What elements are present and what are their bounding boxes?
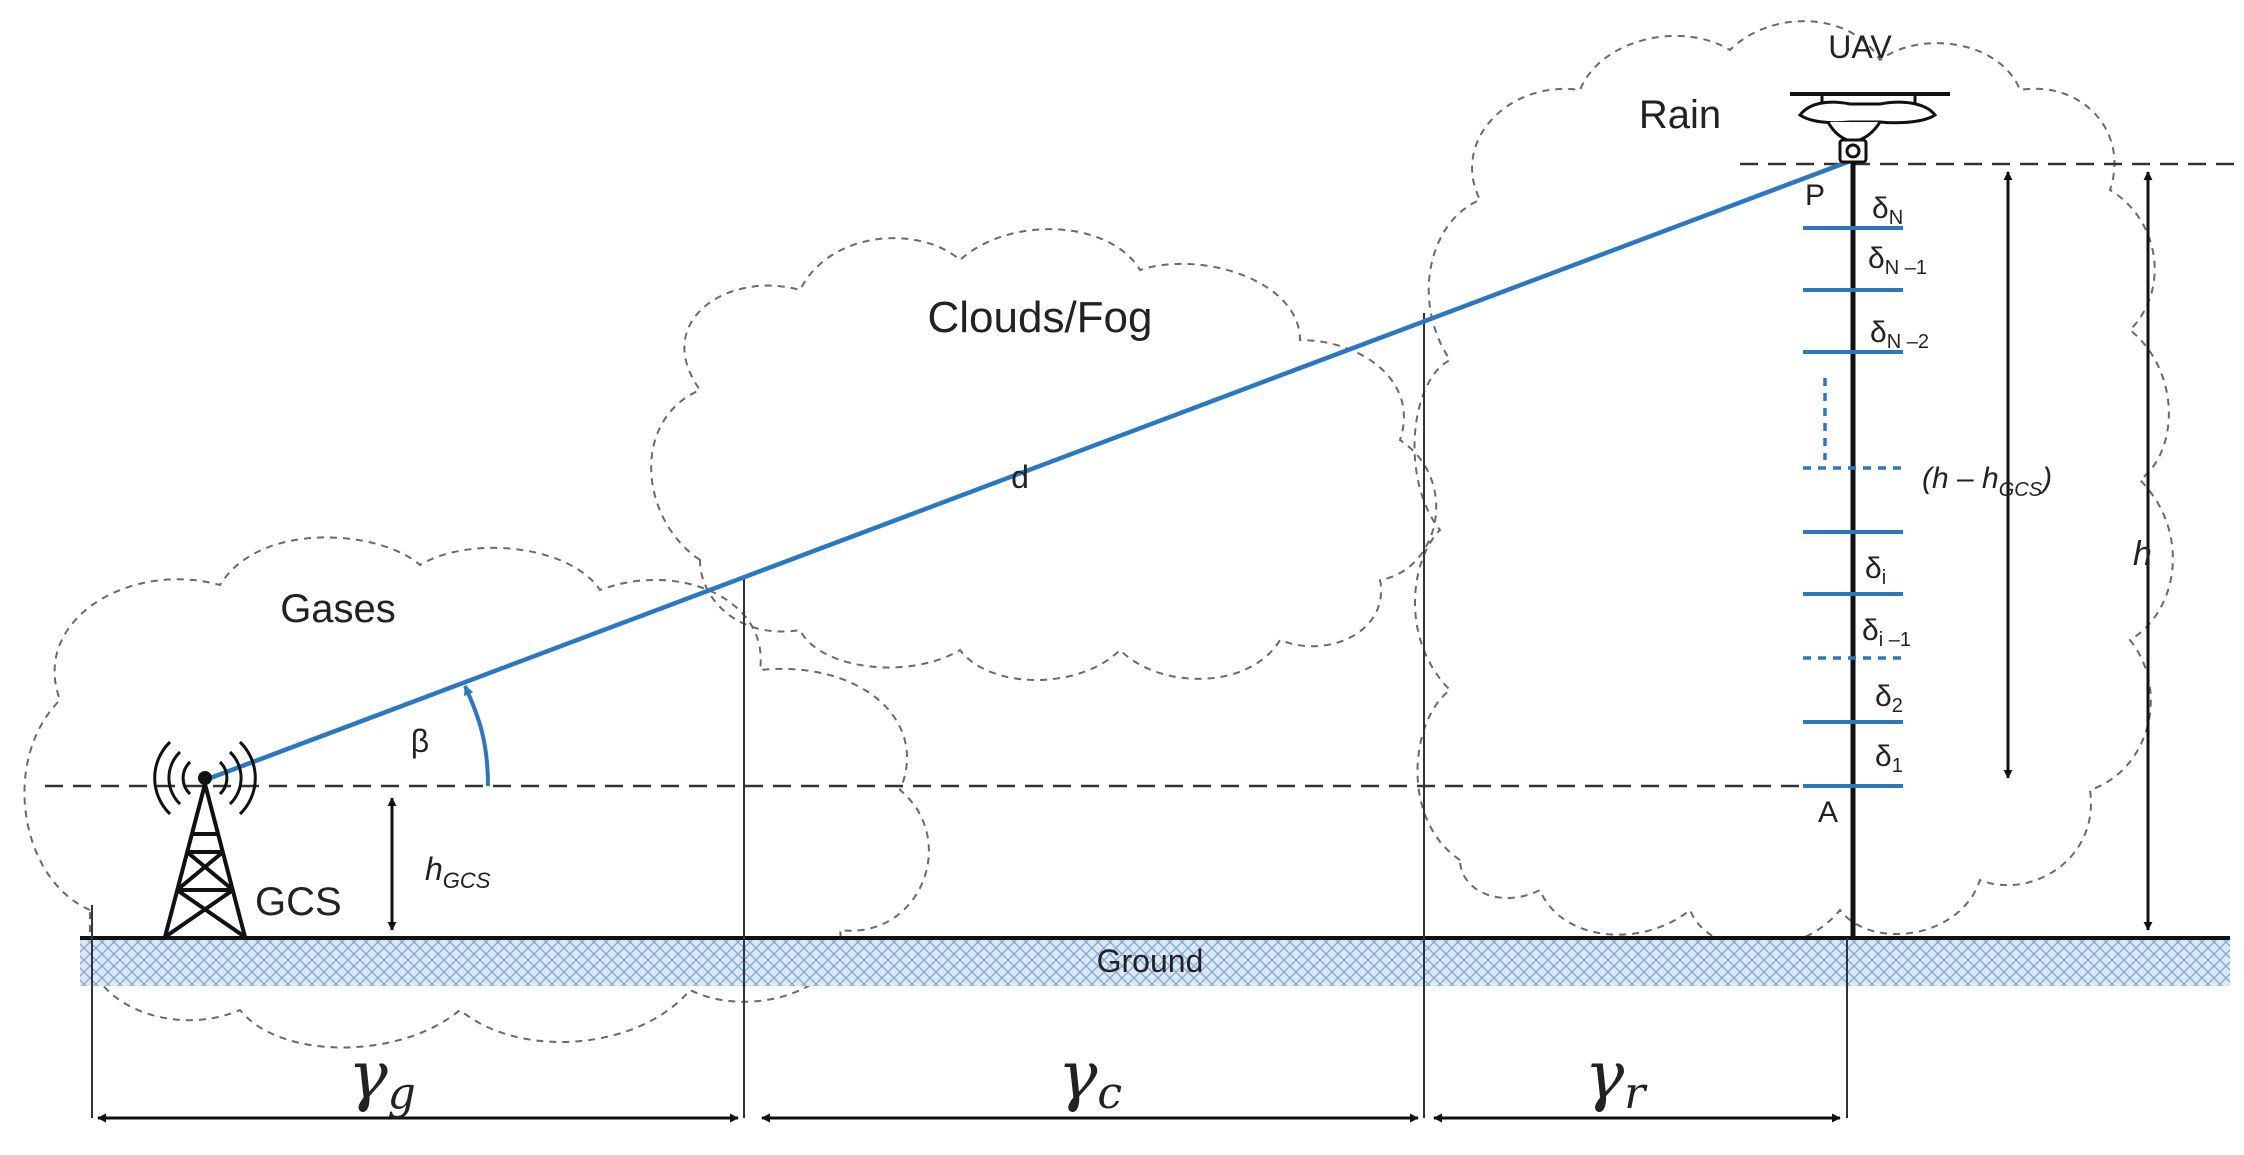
uav-label: UAV [1828, 29, 1892, 65]
h-label: h [2133, 535, 2152, 573]
h-gcs-label: hGCS [425, 851, 491, 893]
clouds-fog-label: Clouds/Fog [927, 293, 1152, 342]
delta-2-label: δ2 [1875, 680, 1903, 717]
gamma-r-label: γr [1585, 1037, 1648, 1119]
point-p-label: P [1805, 179, 1825, 212]
rain-layer-ticks [1803, 226, 1903, 788]
delta-1-label: δ1 [1875, 740, 1903, 777]
ground-band [80, 938, 2230, 986]
clouds-fog-cloud [650, 228, 1438, 681]
point-a-label: A [1818, 796, 1838, 829]
ground-label: Ground [1097, 943, 1204, 979]
gcs-label: GCS [255, 880, 342, 924]
rain-label: Rain [1639, 93, 1721, 137]
distance-label: d [1011, 459, 1029, 495]
delta-n-1-label: δN –1 [1868, 242, 1927, 279]
uav-drone-icon [1790, 92, 1950, 164]
rain-cloud [1413, 20, 2174, 949]
gases-cloud [23, 536, 930, 1049]
gases-label: Gases [280, 587, 396, 631]
gamma-g-label: γg [348, 1037, 416, 1119]
gamma-c-label: γc [1058, 1037, 1122, 1119]
h-minus-hgcs-label: (h – hGCS) [1922, 462, 2052, 501]
delta-n-2-label: δN –2 [1870, 316, 1929, 353]
delta-i-1-label: δi –1 [1862, 614, 1911, 651]
elevation-angle-arc [463, 685, 490, 787]
elevation-angle-label: β [411, 723, 429, 759]
link-path-d [204, 157, 1854, 783]
delta-i-label: δi [1865, 552, 1886, 589]
delta-n-label: δN [1872, 192, 1903, 229]
gcs-tower-icon [153, 740, 257, 939]
